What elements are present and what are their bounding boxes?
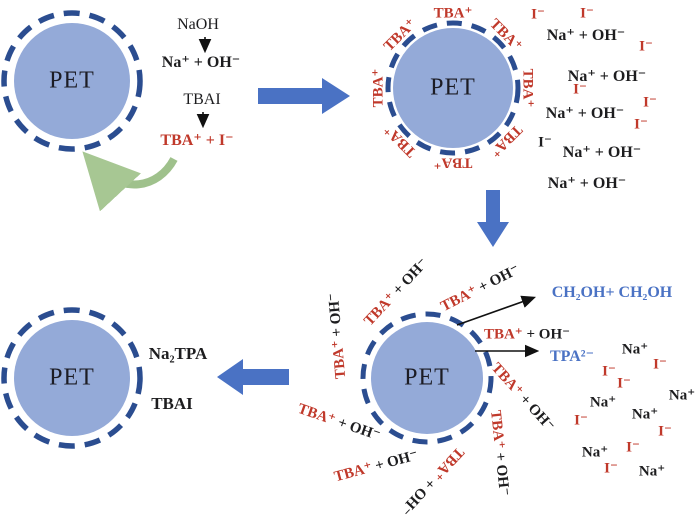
pet-particle-stage1 bbox=[14, 23, 130, 139]
iodide-ion-label: I⁻ bbox=[604, 460, 618, 477]
tba-cation-label: TBA⁺ bbox=[519, 68, 536, 108]
pet-particle-stage2 bbox=[393, 28, 513, 148]
pet-particle-stage4 bbox=[14, 320, 130, 436]
tba-cation-part: TBA⁺ bbox=[329, 339, 350, 380]
tpa-anion-label: TPA²⁻ bbox=[549, 348, 595, 365]
na-oh-ion-pair-label: Na⁺ + OH⁻ bbox=[547, 175, 627, 192]
pet-label-stage3: PET bbox=[404, 364, 450, 391]
sodium-ion-label: Na⁺ bbox=[668, 387, 696, 404]
iodide-ion-label: I⁻ bbox=[617, 375, 631, 392]
pet-label-stage1: PET bbox=[49, 67, 95, 94]
na-oh-ion-pair-label: Na⁺ + OH⁻ bbox=[562, 144, 642, 161]
pet-particle-outline-stage1 bbox=[1, 10, 143, 152]
tbai-label: TBAI bbox=[183, 91, 221, 108]
na-oh-ion-pair-label: Na⁺ + OH⁻ bbox=[567, 68, 647, 85]
iodide-ion-label: I⁻ bbox=[574, 412, 588, 429]
na-oh-ion-pair-label: Na⁺ + OH⁻ bbox=[546, 27, 626, 44]
hydroxide-part: + OH⁻ bbox=[325, 292, 346, 341]
sodium-ion-label: Na⁺ bbox=[589, 394, 617, 411]
pet-label-stage2: PET bbox=[430, 74, 476, 101]
na-oh-ion-pair-label: Na⁺ + OH⁻ bbox=[545, 105, 625, 122]
pet-label-stage4: PET bbox=[49, 364, 95, 391]
catalyst-recycle-arrow bbox=[82, 151, 178, 212]
sodium-ion-label: Na⁺ bbox=[631, 406, 659, 423]
pet-particle-outline-stage2 bbox=[385, 20, 521, 156]
tba-cation-label: TBA⁺ bbox=[433, 5, 473, 22]
pet-particle-stage3 bbox=[371, 322, 483, 434]
tbai-product-label: TBAI bbox=[151, 394, 193, 413]
sodium-ion-label: Na⁺ bbox=[581, 444, 609, 461]
pet-particle-outline-stage4 bbox=[1, 307, 143, 449]
arrow-stage2-to-stage3 bbox=[477, 190, 509, 247]
hydroxide-part: + OH⁻ bbox=[491, 447, 512, 497]
iodide-ion-label: I⁻ bbox=[653, 356, 667, 373]
iodide-ion-label: I⁻ bbox=[580, 5, 594, 22]
tba-cation-part: TBA⁺ bbox=[483, 326, 523, 343]
na2tpa-product-label: Na₂TPA bbox=[148, 344, 208, 363]
sodium-ion-label: Na⁺ bbox=[621, 341, 649, 358]
iodide-ion-label: I⁻ bbox=[658, 423, 672, 440]
tba-hydroxide-pair-label: TBA⁺ + OH⁻ bbox=[484, 325, 570, 344]
iodide-ion-label: I⁻ bbox=[531, 6, 545, 23]
sodium-ion-label: Na⁺ bbox=[638, 463, 666, 480]
arrow-to-glycol bbox=[456, 295, 537, 326]
tba-cation-label: TBA⁺ bbox=[433, 154, 473, 171]
iodide-ion-label: I⁻ bbox=[626, 439, 640, 456]
iodide-ion-label: I⁻ bbox=[573, 81, 587, 98]
iodide-ion-label: I⁻ bbox=[639, 38, 653, 55]
tba-cation-label: TBA⁺ bbox=[370, 68, 387, 108]
iodide-ion-label: I⁻ bbox=[602, 363, 616, 380]
iodide-ion-label: I⁻ bbox=[538, 134, 552, 151]
arrow-stage1-to-stage2 bbox=[258, 78, 350, 114]
arrow-stage3-to-stage4 bbox=[217, 359, 289, 395]
tbai-products-label: TBA⁺ + I⁻ bbox=[160, 132, 234, 149]
naoh-label: NaOH bbox=[177, 16, 219, 33]
iodide-ion-label: I⁻ bbox=[634, 116, 648, 133]
glycol-product-label: CH₂OH+ CH₂OH bbox=[551, 284, 673, 301]
hydroxide-part: + OH⁻ bbox=[522, 326, 571, 343]
iodide-ion-label: I⁻ bbox=[643, 94, 657, 111]
naoh-products-label: Na⁺ + OH⁻ bbox=[161, 54, 241, 71]
pet-particle-outline-stage3 bbox=[360, 311, 494, 445]
tba-cation-part: TBA⁺ bbox=[487, 409, 508, 450]
